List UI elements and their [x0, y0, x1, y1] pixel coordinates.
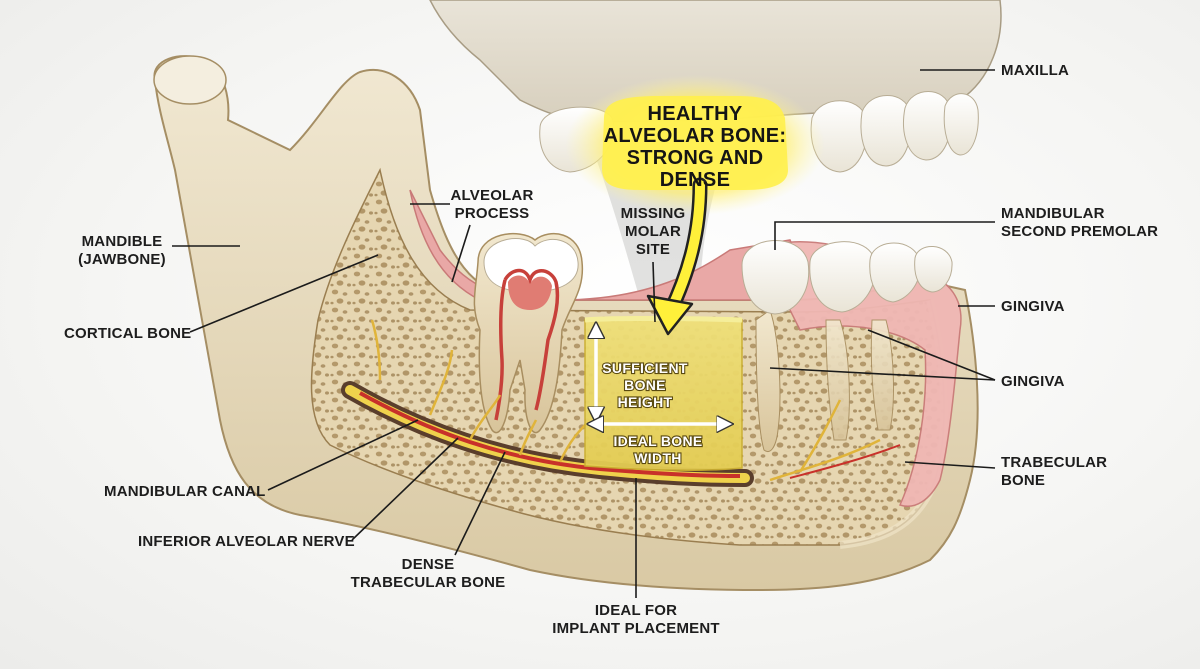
label-dense-1: DENSE	[402, 556, 455, 573]
label-gingiva-upper: GINGIVA	[1001, 298, 1065, 315]
healthy-bone-callout: HEALTHY ALVEOLAR BONE: STRONG AND DENSE	[565, 75, 825, 336]
label-missing-molar-1: MISSING	[621, 205, 686, 222]
leader-canal	[267, 419, 419, 491]
callout-line-1: HEALTHY	[647, 103, 742, 125]
lower-right-teeth	[741, 240, 953, 453]
leader-alveolar-b	[451, 224, 471, 283]
label-mandible-2: (JAWBONE)	[78, 251, 166, 268]
label-missing-molar-3: SITE	[636, 241, 670, 258]
label-mandible-1: MANDIBLE	[82, 233, 163, 250]
callout-line-4: DENSE	[660, 169, 730, 191]
label-inferior-alveolar-nerve: INFERIOR ALVEOLAR NERVE	[138, 533, 355, 550]
label-alveolar-2: PROCESS	[455, 205, 530, 222]
label-missing-molar-2: MOLAR	[625, 223, 681, 240]
leader-missing-molar	[652, 261, 656, 323]
label-implant-2: IMPLANT PLACEMENT	[552, 620, 720, 637]
height-text-2: BONE	[624, 377, 666, 393]
width-text-1: IDEAL BONE	[613, 433, 702, 449]
callout-line-2: ALVEOLAR BONE:	[604, 125, 787, 147]
label-implant-1: IDEAL FOR	[595, 602, 677, 619]
lower-molar-cross-section	[473, 232, 584, 434]
callout-line-3: STRONG AND	[627, 147, 764, 169]
label-cortical-bone: CORTICAL BONE	[64, 325, 191, 342]
mandibular-canal	[341, 319, 901, 487]
leader-trabecular	[904, 461, 996, 469]
leader-dense-trabecular	[454, 451, 506, 556]
label-premolar-2: SECOND PREMOLAR	[1001, 223, 1158, 240]
label-dense-2: TRABECULAR BONE	[351, 574, 506, 591]
label-trabecular-2: BONE	[1001, 472, 1045, 489]
width-text-2: WIDTH	[634, 450, 681, 466]
label-premolar-1: MANDIBULAR	[1001, 205, 1105, 222]
leader-nerve	[351, 437, 459, 541]
label-trabecular-1: TRABECULAR	[1001, 454, 1107, 471]
leader-gingiva-lower-a	[867, 329, 996, 381]
label-gingiva-lower: GINGIVA	[1001, 373, 1065, 390]
label-mandibular-canal: MANDIBULAR CANAL	[104, 483, 266, 500]
height-text-1: SUFFICIENT	[602, 360, 688, 376]
label-maxilla: MAXILLA	[1001, 62, 1069, 79]
height-text-3: HEIGHT	[618, 394, 673, 410]
leader-gingiva-lower-b	[769, 367, 996, 381]
leader-premolar	[774, 221, 995, 250]
label-alveolar-1: ALVEOLAR	[451, 187, 534, 204]
leader-lines	[172, 69, 996, 598]
leader-cortical	[189, 254, 379, 333]
